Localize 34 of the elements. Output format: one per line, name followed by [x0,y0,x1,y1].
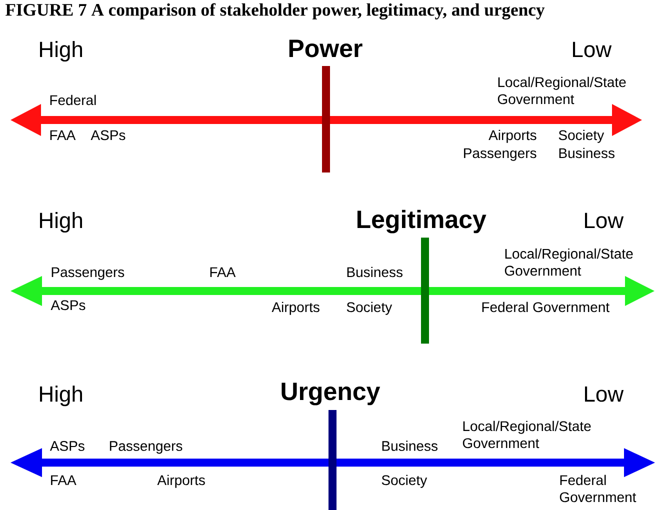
stakeholder-label: Airports [272,302,320,315]
stakeholder-label: FAA [210,267,236,277]
stakeholder-label: Business [559,148,614,158]
scale-label: High [40,41,82,62]
axis-title: Legitimacy [357,210,486,234]
stakeholder-label: Local/Regional/State Government [498,76,626,104]
stakeholder-label: Federal [50,94,96,106]
scale-label: High [40,212,82,233]
stakeholder-label: Federal Government [482,302,610,312]
stakeholder-label: Business [382,440,438,451]
stakeholder-label: Society [382,474,428,488]
stakeholder-label: Passengers [52,267,124,280]
stakeholder-label: ASPs [50,300,86,310]
axis-title: Urgency [282,382,380,406]
stakeholder-label: Airports [488,130,536,143]
stakeholder-label: Business [347,266,402,278]
stakeholder-label: Society [558,130,604,143]
stakeholder-label: Local/Regional/State Government [504,248,633,276]
scale-label: Low [573,42,612,58]
stakeholder-label: Federal Government [560,474,636,502]
stakeholder-label: ASPs [90,130,126,140]
figure-title: FIGURE 7 A comparison of stakeholder power, legitimacy, and urgency [6,3,545,20]
scale-label: High [40,386,82,406]
scale-label: Low [585,386,624,402]
stakeholder-label: ASPs [50,441,84,451]
stakeholder-label: Passengers [110,441,182,454]
stakeholder-label: FAA [50,130,76,140]
axis-title: Power [289,40,362,58]
stakeholder-label: Local/Regional/State Government [462,420,591,448]
stakeholder-label: Passengers [464,148,536,161]
stakeholder-label: Society [346,302,392,315]
stakeholder-label: Airports [157,474,205,488]
stakeholder-label: FAA [51,475,76,485]
scale-label: Low [585,212,624,228]
